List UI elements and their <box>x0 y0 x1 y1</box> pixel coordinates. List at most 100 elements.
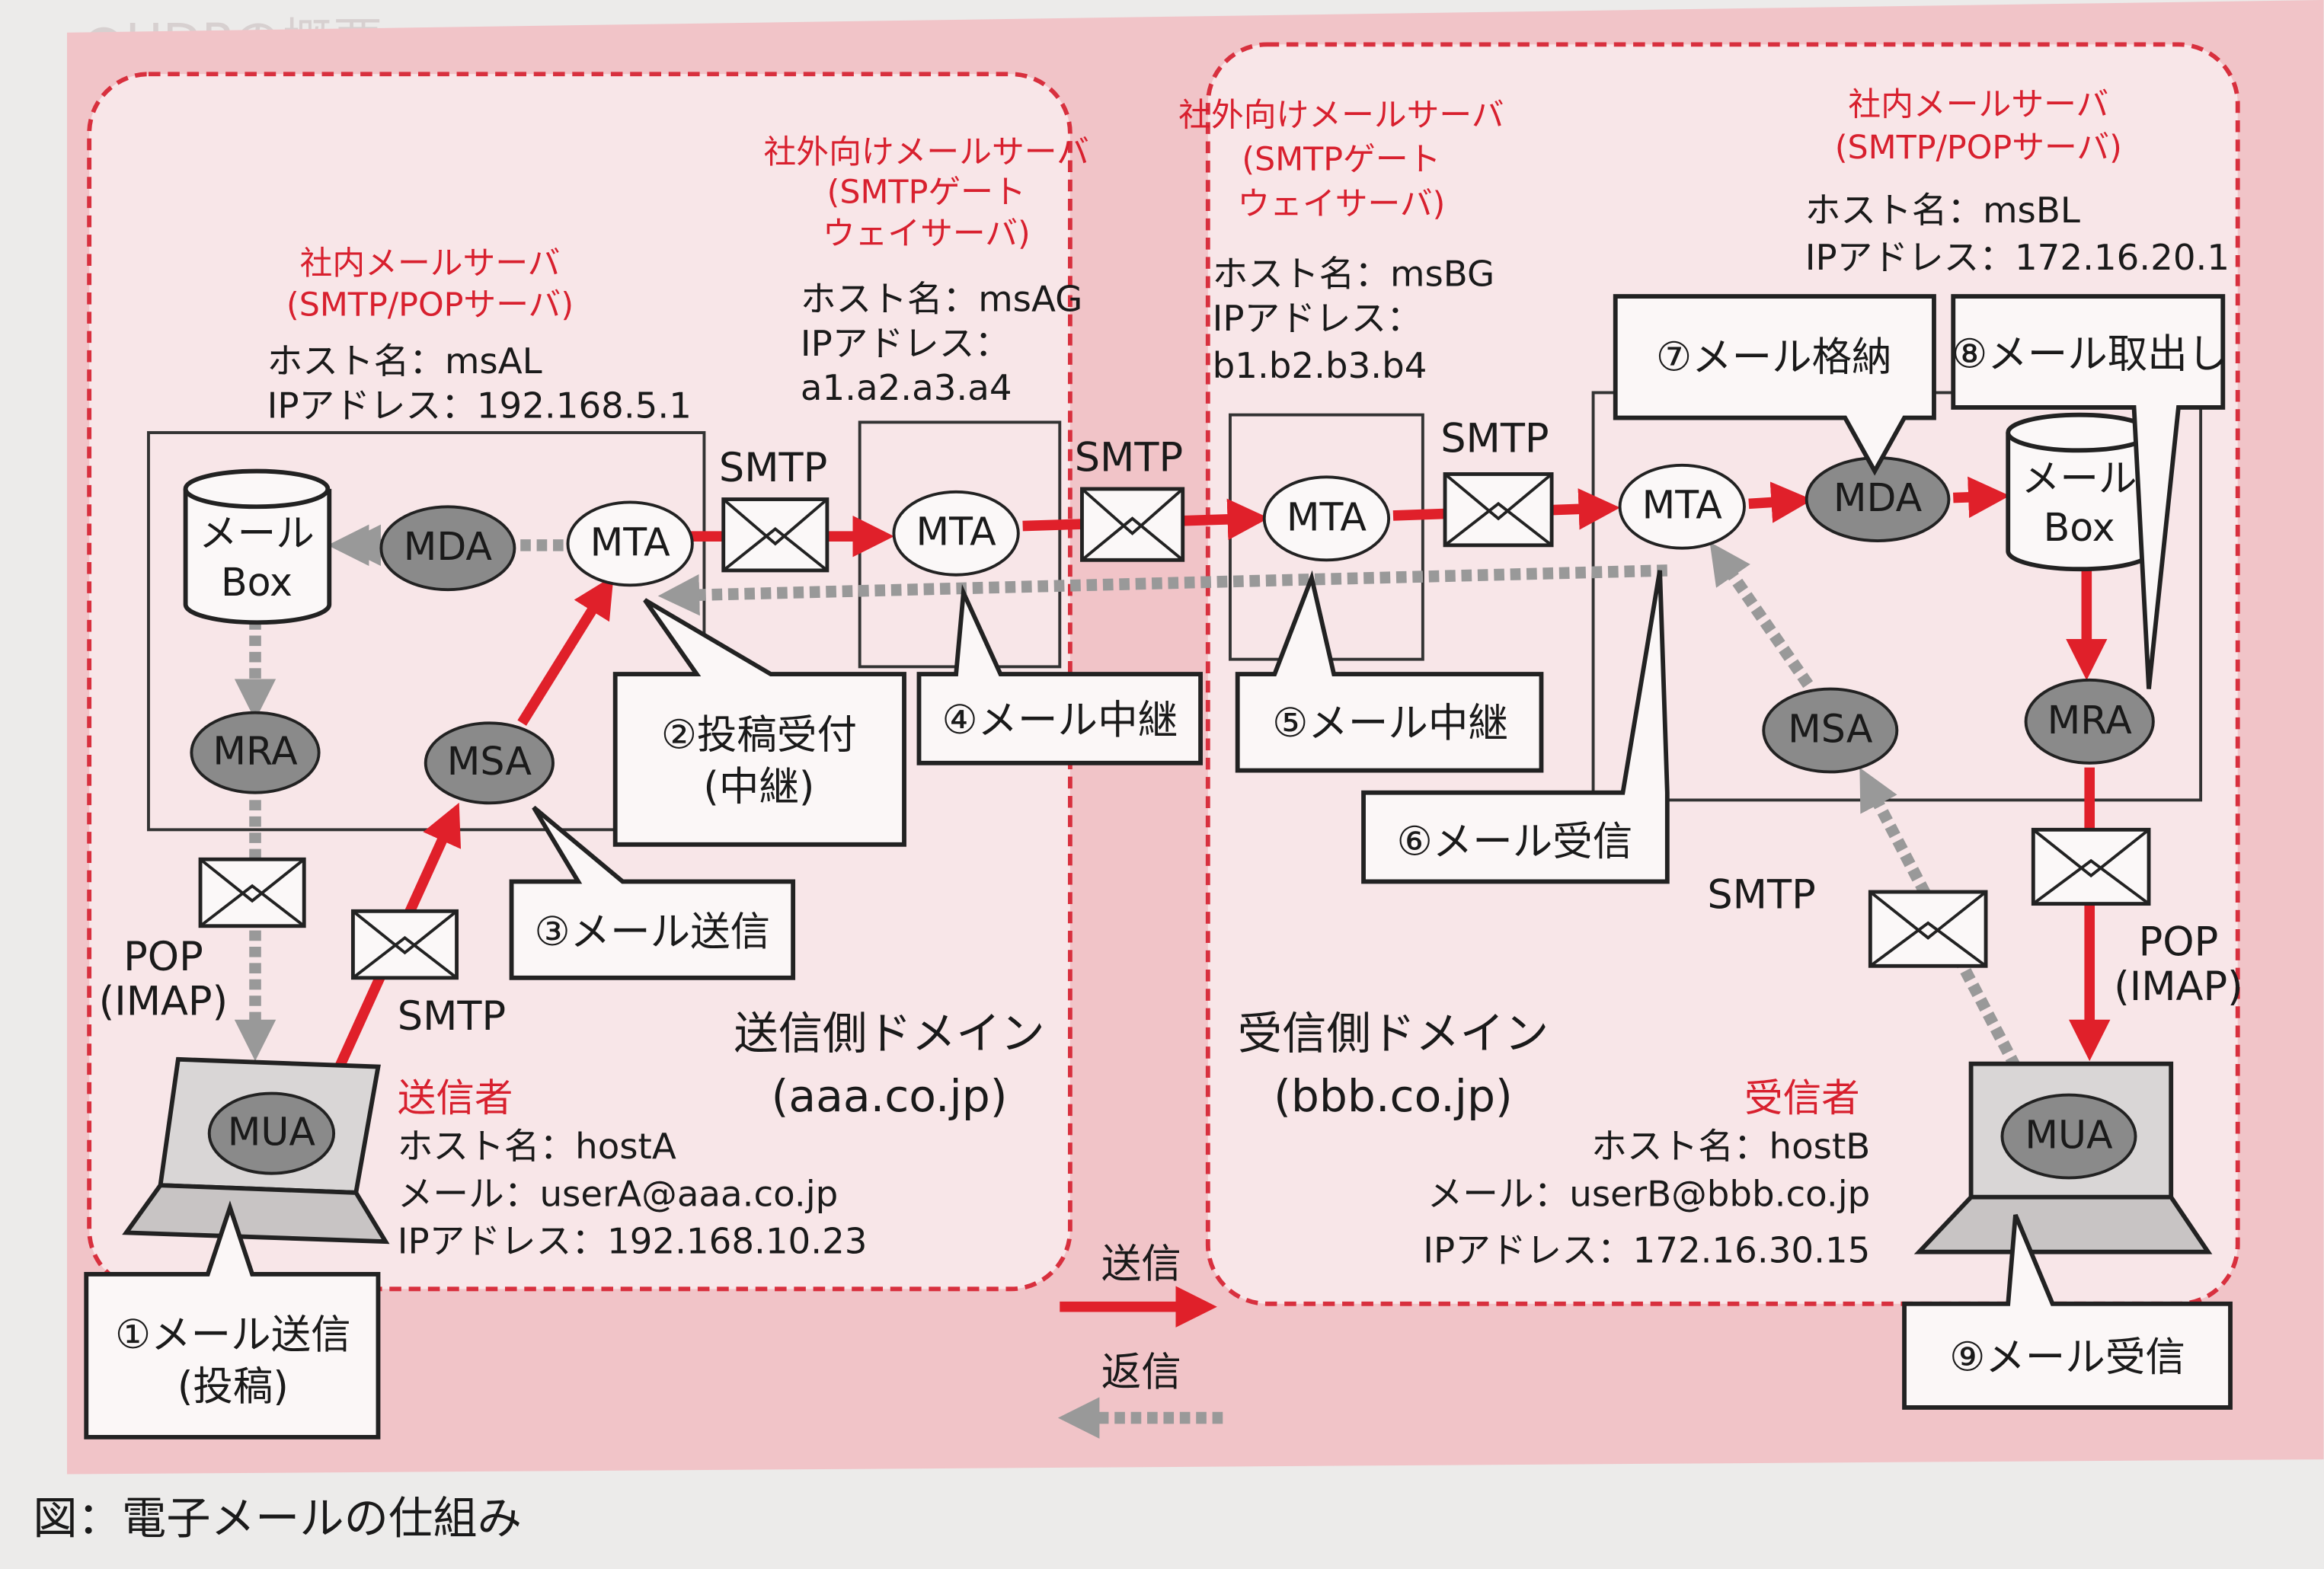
step-label: (中継) <box>703 763 814 810</box>
sender-mail: メール：userA@aaa.co.jp <box>398 1174 839 1215</box>
server-subtitle: (SMTP/POPサーバ) <box>1835 129 2122 167</box>
receiver-domain-name: (bbb.co.jp) <box>1274 1070 1513 1122</box>
node-label: MTA <box>1287 494 1367 539</box>
step-label: ⑧メール取出し <box>1952 331 2227 377</box>
step-label: ①メール送信 <box>115 1312 351 1358</box>
node-label: MDA <box>1833 475 1923 520</box>
server-ip-label: IPアドレス： <box>801 324 1010 365</box>
server-subtitle: ウェイサーバ) <box>823 215 1031 253</box>
mailbox-right: メール Box <box>2006 412 2154 572</box>
callout-step-9: ⑨メール受信 <box>1902 1213 2233 1410</box>
server-subtitle: (SMTP/POPサーバ) <box>286 286 574 324</box>
mta-left: MTA <box>566 500 694 587</box>
callout-step-2: ③メール送信 <box>509 805 796 980</box>
server-title: 社外向けメールサーバ <box>1178 96 1504 134</box>
arrow-mta-to-mda <box>1748 481 1813 523</box>
step-label: ⑨メール受信 <box>1949 1334 2185 1380</box>
callout-step-6: ⑥メール受信 <box>1361 570 1670 884</box>
server-ip-label: IPアドレス： <box>1213 299 1422 340</box>
smtp-label: SMTP <box>719 445 827 491</box>
right-server-label: 社内メールサーバ (SMTP/POPサーバ) ホスト名：msBL IPアドレス：… <box>1805 86 2230 279</box>
envelope-icon <box>198 857 306 928</box>
envelope-icon <box>721 497 830 573</box>
sender-title: 送信者 <box>398 1075 513 1120</box>
mailbox-label: Box <box>2044 505 2115 550</box>
server-subtitle: (SMTPゲート <box>827 173 1026 211</box>
mta-right: MTA <box>1618 463 1746 550</box>
server-ip: a1.a2.a3.a4 <box>801 368 1012 409</box>
pop-label: POP <box>2139 919 2219 966</box>
node-label: MSA <box>1788 706 1873 751</box>
server-title: 社内メールサーバ <box>300 244 561 283</box>
server-title: 社外向けメールサーバ <box>764 133 1089 171</box>
receiver-ip: IPアドレス：172.16.30.15 <box>1423 1230 1870 1271</box>
right-gateway-label: 社外向けメールサーバ (SMTPゲート ウェイサーバ) ホスト名：msBG IP… <box>1178 96 1504 387</box>
mra-left: MRA <box>190 711 321 794</box>
sender-domain-title: 送信側ドメイン <box>734 1008 1044 1059</box>
mailbox-left: メール Box <box>183 468 332 625</box>
step-label: (投稿) <box>177 1363 289 1410</box>
node-label: MUA <box>2025 1112 2113 1157</box>
step-label: ③メール送信 <box>535 909 771 955</box>
envelope-icon <box>1443 472 1554 548</box>
envelope-icon <box>1868 890 1988 968</box>
smtp-label: SMTP <box>1440 415 1549 462</box>
msa-right: MSA <box>1762 687 1899 774</box>
server-subtitle: (SMTPゲート <box>1242 141 1440 179</box>
return-arrow-main <box>657 564 1668 616</box>
step-label: ⑤メール中継 <box>1272 700 1508 746</box>
mailbox-label: メール <box>199 511 315 556</box>
callout-step-8: ⑧メール取出し <box>1951 294 2227 689</box>
smtp-label: SMTP <box>1075 435 1183 481</box>
node-label: MDA <box>404 524 493 569</box>
smtp-label: SMTP <box>1707 871 1815 918</box>
server-host: ホスト名：msBG <box>1213 254 1495 295</box>
arrow-mua-to-msa <box>1859 767 2021 1070</box>
callout-step-3: ②投稿受付(中継) <box>612 598 906 847</box>
mta-gateway-b: MTA <box>1262 475 1391 562</box>
server-ip: IPアドレス：172.16.20.1 <box>1805 238 2230 279</box>
sender-host: ホスト名：hostA <box>398 1126 676 1168</box>
mailbox-label: Box <box>221 560 292 605</box>
node-label: MTA <box>590 519 671 564</box>
left-gateway-label: 社外向けメールサーバ (SMTPゲート ウェイサーバ) ホスト名：msAG IP… <box>764 133 1089 409</box>
arrow-msa-to-mta <box>1709 542 1814 689</box>
msa-left: MSA <box>424 721 555 805</box>
server-host: ホスト名：msAG <box>801 279 1082 320</box>
node-label: MRA <box>2047 698 2133 743</box>
receiver-title: 受信者 <box>1744 1075 1860 1120</box>
mua-laptop-sender: MUA <box>122 1056 390 1245</box>
imap-label: (IMAP) <box>99 978 228 1024</box>
server-ip: b1.b2.b3.b4 <box>1213 346 1427 387</box>
server-host: ホスト名：msAL <box>267 341 542 382</box>
left-server-label: 社内メールサーバ (SMTP/POPサーバ) ホスト名：msAL IPアドレス：… <box>267 244 692 427</box>
envelope-icon <box>350 909 459 980</box>
receiver-domain-title: 受信側ドメイン <box>1238 1008 1549 1059</box>
receiver-info: 受信者 ホスト名：hostB メール：userB@bbb.co.jp IPアドレ… <box>1423 1075 1870 1271</box>
callout-step-5: ⑤メール中継 <box>1235 570 1544 773</box>
callout-step-4: ④メール中継 <box>916 583 1203 765</box>
node-label: MTA <box>916 510 997 554</box>
callout-step-1: ①メール送信 (投稿) <box>84 1200 381 1440</box>
mra-right: MRA <box>2024 678 2155 765</box>
server-host: ホスト名：msBL <box>1805 190 2080 232</box>
sender-info: 送信者 ホスト名：hostA メール：userA@aaa.co.jp IPアドレ… <box>398 1075 868 1263</box>
mda-left: MDA <box>379 505 516 592</box>
envelope-icon <box>1080 487 1185 562</box>
mua-laptop-receiver: MUA <box>1913 1061 2213 1254</box>
pop-label: POP <box>123 934 203 980</box>
callout-step-7: ⑦メール格納 <box>1613 294 1936 476</box>
server-title: 社内メールサーバ <box>1848 86 2108 124</box>
server-ip: IPアドレス：192.168.5.1 <box>267 386 692 427</box>
node-label: MUA <box>228 1110 316 1155</box>
mda-right: MDA <box>1805 456 1951 542</box>
smtp-label: SMTP <box>398 993 506 1040</box>
server-subtitle: ウェイサーバ) <box>1237 185 1445 223</box>
node-label: MTA <box>1642 483 1723 528</box>
legend: 送信 返信 <box>1057 1241 1223 1439</box>
arrow-mda-to-box <box>1953 476 2010 519</box>
figure-caption: 図：電子メールの仕組み <box>33 1492 522 1544</box>
step-label: ⑥メール受信 <box>1397 818 1633 864</box>
mta-gateway-a: MTA <box>892 490 1020 577</box>
